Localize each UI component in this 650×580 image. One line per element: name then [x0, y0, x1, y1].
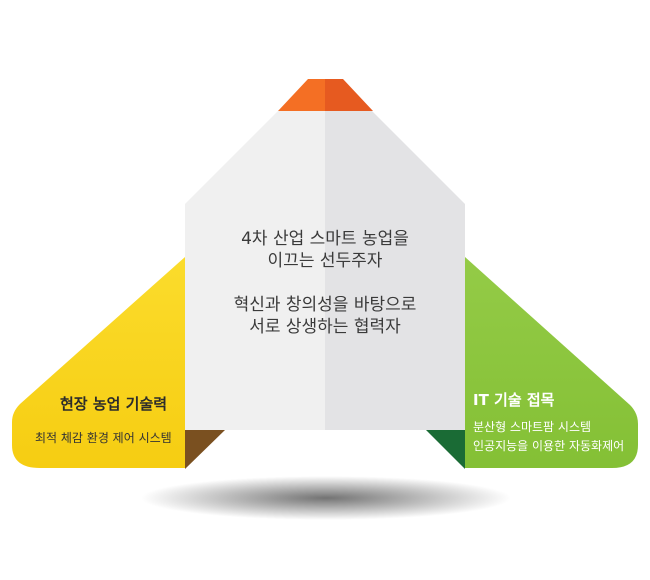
right-wing	[465, 257, 638, 468]
center-body-right	[325, 110, 465, 430]
center-text: 4차 산업 스마트 농업을 이끄는 선두주자 혁신과 창의성을 바탕으로 서로 …	[185, 228, 465, 338]
right-description-line-2: 인공지능을 이용한 자동화제어	[473, 439, 625, 453]
left-description: 최적 체감 환경 제어 시스템	[35, 431, 172, 445]
ground-shadow	[141, 476, 511, 520]
right-title: IT 기술 접목	[473, 391, 555, 409]
left-wing	[12, 257, 185, 468]
center-line-2: 이끄는 선두주자	[267, 251, 383, 271]
center-body-left	[185, 110, 325, 430]
orange-tip-right	[325, 79, 373, 111]
center-line-3: 혁신과 창의성을 바탕으로	[233, 295, 417, 315]
orange-tip-left	[278, 79, 325, 111]
right-description-line-1: 분산형 스마트팜 시스템	[473, 420, 592, 434]
left-title: 현장 농업 기술력	[60, 395, 168, 413]
center-line-4: 서로 상생하는 협력자	[249, 317, 401, 337]
center-spacer	[185, 272, 465, 294]
center-line-1: 4차 산업 스마트 농업을	[241, 229, 409, 249]
right-fold	[426, 430, 465, 469]
left-fold	[185, 430, 225, 469]
